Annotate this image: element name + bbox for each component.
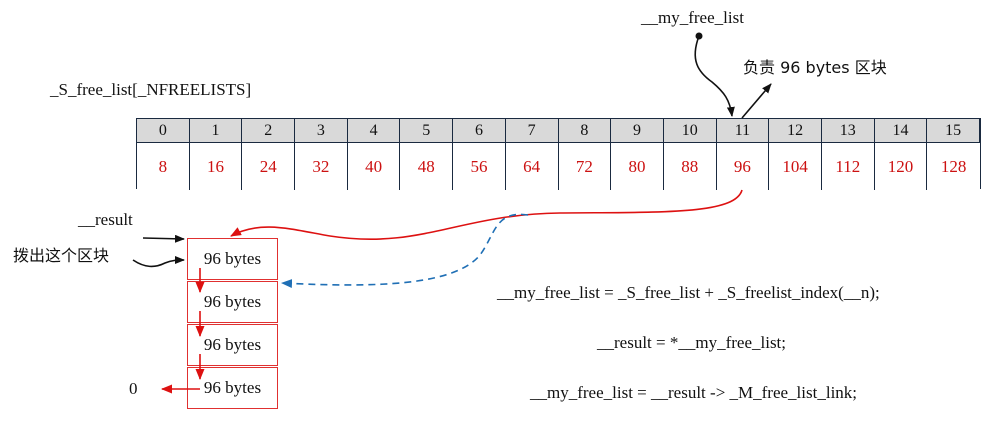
size-cell: 72 [558, 143, 612, 190]
code-line-3: __my_free_list = __result -> _M_free_lis… [530, 383, 858, 402]
size-cell: 40 [347, 143, 401, 190]
index-cell: 6 [453, 119, 506, 143]
size-cell: 24 [242, 143, 296, 190]
pull-out-arrow [132, 256, 185, 268]
pull-out-note: 拨出这个区块 [13, 246, 110, 265]
index-cell: 13 [821, 119, 875, 143]
result-label: __result [78, 210, 133, 229]
my-free-list-label: __my_free_list [641, 8, 744, 27]
index-cell: 3 [295, 119, 348, 143]
index-cell: 1 [189, 119, 243, 143]
size-cell: 80 [611, 143, 664, 190]
memory-block-label: 96 bytes [203, 335, 262, 354]
responsible-note: 负责 96 bytes 区块 [743, 58, 887, 77]
index-cell: 2 [242, 119, 296, 143]
code-line-1: __my_free_list = _S_free_list + _S_freel… [497, 283, 880, 302]
size-cell: 56 [453, 143, 506, 190]
size-cell: 96 [716, 143, 770, 190]
index-cell: 7 [505, 119, 559, 143]
size-cell: 104 [769, 143, 822, 190]
code-line-2: __result = *__my_free_list; [597, 333, 787, 352]
index-cell: 14 [874, 119, 928, 143]
next-block-arrow [281, 213, 529, 289]
size-cell: 128 [927, 143, 980, 190]
index-cell: 8 [558, 119, 612, 143]
memory-block-label: 96 bytes [203, 378, 262, 397]
free-list-array-label: _S_free_list[_NFREELISTS] [50, 80, 252, 99]
size-cell: 48 [400, 143, 454, 190]
index-cell: 10 [663, 119, 717, 143]
memory-block: 96 bytes [187, 367, 278, 409]
index-cell: 9 [611, 119, 664, 143]
index-cell: 15 [927, 119, 980, 143]
size-cell: 8 [137, 143, 190, 190]
memory-block-label: 96 bytes [203, 249, 262, 268]
free-list-head-arrow [230, 189, 743, 240]
memory-block: 96 bytes [187, 238, 278, 280]
size-cell: 112 [821, 143, 875, 190]
memory-block-label: 96 bytes [203, 292, 262, 311]
index-cell: 4 [347, 119, 401, 143]
index-cell: 5 [400, 119, 454, 143]
index-cell: 11 [716, 119, 770, 143]
size-cell: 16 [189, 143, 243, 190]
index-cell: 12 [769, 119, 822, 143]
size-cell: 120 [874, 143, 928, 190]
index-cell: 0 [137, 119, 190, 143]
annotation-arrow [741, 83, 772, 119]
size-cell: 88 [663, 143, 717, 190]
result-arrow [142, 234, 185, 243]
memory-block: 96 bytes [187, 324, 278, 366]
size-cell: 64 [505, 143, 559, 190]
my-free-list-arrow [694, 35, 735, 117]
null-terminator-label: 0 [129, 379, 138, 398]
size-cell: 32 [295, 143, 348, 190]
